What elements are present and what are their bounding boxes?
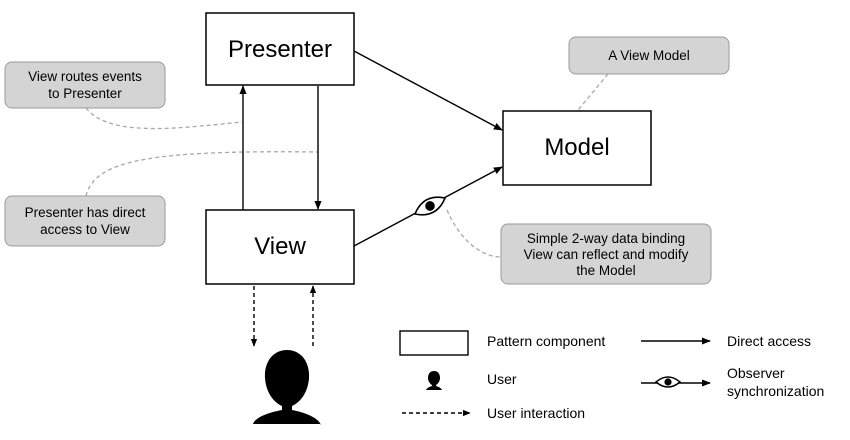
presenter-label: Presenter bbox=[228, 36, 332, 63]
legend: Pattern component User User interaction … bbox=[399, 330, 824, 421]
note-connector-data-binding bbox=[446, 209, 501, 258]
arrow-presenter-to-model bbox=[353, 50, 503, 131]
note-connector-presenter-access bbox=[85, 151, 319, 197]
view-component[interactable]: View bbox=[205, 209, 355, 285]
note-view-model: A View Model bbox=[568, 36, 730, 75]
legend-user-icon bbox=[426, 371, 442, 390]
note-line: the Model bbox=[576, 263, 635, 278]
note-line: access to View bbox=[40, 222, 130, 237]
note-line: Presenter has direct bbox=[25, 205, 146, 220]
note-line: View can reflect and modify bbox=[524, 247, 689, 262]
legend-direct-access-label: Direct access bbox=[727, 333, 811, 349]
legend-eye-icon bbox=[654, 376, 682, 388]
model-label: Model bbox=[544, 134, 609, 161]
note-connector-view-routes bbox=[85, 107, 243, 130]
legend-user-interaction-label: User interaction bbox=[487, 405, 585, 421]
legend-pattern-component-label: Pattern component bbox=[487, 333, 605, 349]
legend-observer-label: synchronization bbox=[727, 383, 824, 399]
note-view-routes-events: View routes events to Presenter bbox=[4, 61, 166, 109]
note-line: Simple 2-way data binding bbox=[527, 231, 685, 246]
legend-observer-label: Observer bbox=[727, 365, 785, 381]
view-label: View bbox=[254, 233, 306, 260]
note-data-binding: Simple 2-way data binding View can refle… bbox=[500, 223, 712, 285]
eye-icon bbox=[413, 196, 447, 216]
model-component[interactable]: Model bbox=[502, 110, 652, 186]
note-line: View routes events bbox=[28, 69, 142, 84]
presenter-component[interactable]: Presenter bbox=[205, 12, 355, 86]
note-presenter-direct-access: Presenter has direct access to View bbox=[4, 195, 166, 247]
note-line: to Presenter bbox=[48, 86, 122, 101]
person-silhouette-icon bbox=[253, 350, 321, 425]
legend-user-label: User bbox=[487, 371, 517, 387]
note-line: A View Model bbox=[608, 48, 690, 63]
note-connector-view-model bbox=[577, 73, 609, 111]
legend-pattern-component-swatch bbox=[399, 330, 469, 356]
